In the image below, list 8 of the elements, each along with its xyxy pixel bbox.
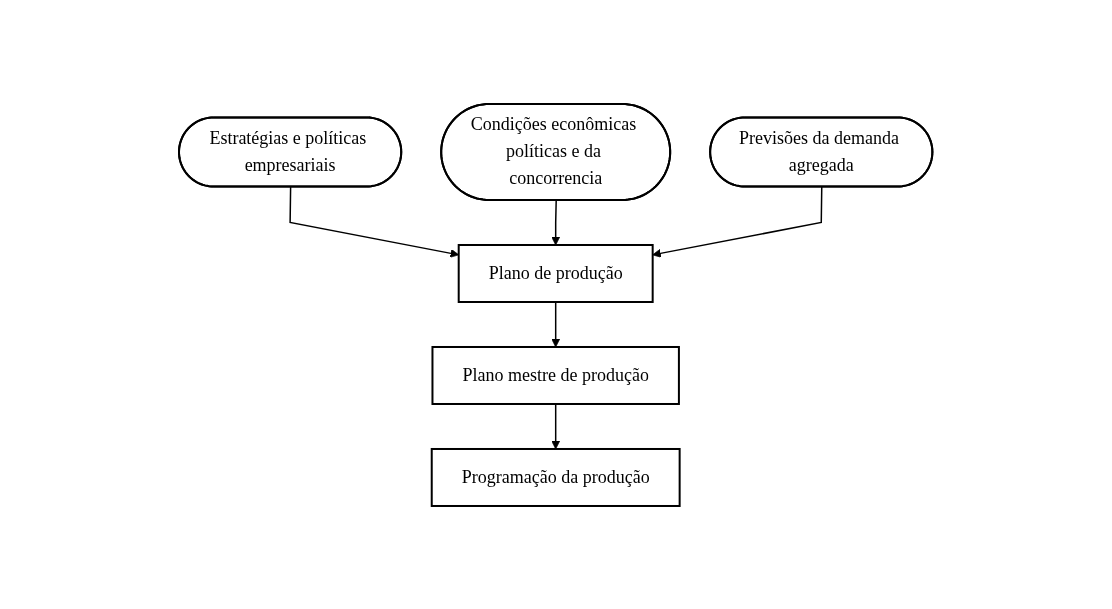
- arrow: [289, 185, 460, 258]
- node-box: Plano mestre de produção: [431, 345, 681, 405]
- node-box: Plano de produção: [458, 243, 654, 303]
- arrow: [652, 185, 823, 258]
- node-box: Programação da produção: [431, 447, 681, 507]
- arrow: [551, 402, 561, 449]
- arrow: [551, 199, 561, 245]
- arrow: [551, 300, 561, 347]
